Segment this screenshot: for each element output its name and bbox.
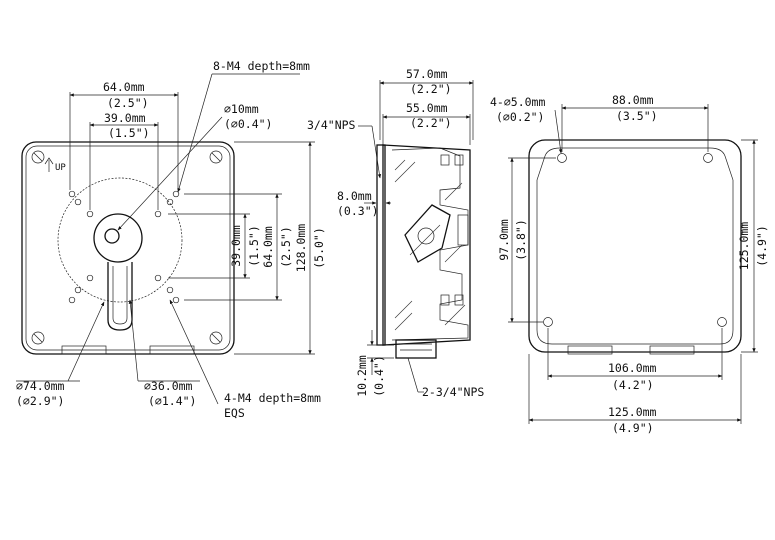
holes-label-bottom: 4-M4 depth=8mm xyxy=(224,391,321,405)
back-view: 4-∅5.0mm (∅0.2") 88.0mm (3.5") 97.0mm (3… xyxy=(490,93,769,435)
cable-slot xyxy=(107,262,133,331)
dim-width-125: 125.0mm xyxy=(608,405,657,419)
front-view: UP 64.0mm (2.5") 39.0mm (1.5") 8-M4 dept… xyxy=(16,59,326,420)
up-arrow-icon xyxy=(44,157,54,172)
dim-dia-36: ∅36.0mm xyxy=(144,379,193,393)
dim-dia-74-in: (∅2.9") xyxy=(16,394,64,408)
side-bracket xyxy=(404,204,451,263)
dim-width-125-in: (4.9") xyxy=(612,421,654,435)
mount-plate-circle xyxy=(57,177,183,303)
dim-depth-55-in: (2.2") xyxy=(410,116,452,130)
front-box-inner-edge xyxy=(25,145,231,351)
back-inner-outline xyxy=(536,147,734,345)
dim-height-39: 39.0mm xyxy=(229,225,243,267)
dim-hole-spacing-106-in: (4.2") xyxy=(612,378,654,392)
nps-label: 3/4"NPS xyxy=(307,118,356,132)
holes-label-top: 8-M4 depth=8mm xyxy=(213,59,310,73)
dim-height-128-in: (5.0") xyxy=(312,227,326,269)
center-hole xyxy=(104,228,120,244)
dim-dia-36-in: (∅1.4") xyxy=(148,394,196,408)
back-foot xyxy=(649,345,695,355)
side-body-outline xyxy=(382,144,471,346)
dim-hole-spacing-88-in: (3.5") xyxy=(616,109,658,123)
dim-height-39-in: (1.5") xyxy=(247,225,261,267)
side-left-wall xyxy=(376,144,386,346)
dim-dia-10: ∅10mm xyxy=(224,102,259,116)
dim-height-125: 125.0mm xyxy=(737,222,751,271)
back-foot xyxy=(567,345,613,355)
dim-width-39: 39.0mm xyxy=(104,111,146,125)
holes-label-back: 4-∅5.0mm xyxy=(490,95,545,109)
dim-width-39-in: (1.5") xyxy=(108,126,150,140)
dim-width-64: 64.0mm xyxy=(103,80,145,94)
dim-height-125-in: (4.9") xyxy=(755,225,769,267)
dim-fitting-10-in: (0.4") xyxy=(372,355,386,397)
m4-hole-icon xyxy=(68,190,180,304)
dim-wall-8-in: (0.3") xyxy=(337,204,379,218)
side-view: 57.0mm (2.2") 55.0mm (2.2") xyxy=(307,67,484,399)
side-bottom-fitting xyxy=(395,339,437,359)
center-ring xyxy=(93,213,143,263)
nps2-label: 2-3/4"NPS xyxy=(422,385,484,399)
dim-dia-10-in: (∅0.4") xyxy=(224,117,272,131)
side-inner-profile xyxy=(391,147,469,341)
dim-dia-74: ∅74.0mm xyxy=(16,379,65,393)
dim-hole-height-97: 97.0mm xyxy=(497,219,511,261)
dim-hole-spacing-88: 88.0mm xyxy=(612,93,654,107)
cable-slot-inner xyxy=(112,266,128,325)
dim-width-64-in: (2.5") xyxy=(107,96,149,110)
side-bracket-hole xyxy=(417,227,435,245)
front-foot xyxy=(149,345,195,355)
mount-hole-icon xyxy=(543,153,727,327)
dim-hole-height-97-in: (3.8") xyxy=(514,219,528,261)
dim-wall-8: 8.0mm xyxy=(337,189,372,203)
dim-fitting-10: 10.2mm xyxy=(355,355,369,397)
dim-depth-57: 57.0mm xyxy=(406,67,448,81)
dim-depth-57-in: (2.2") xyxy=(410,82,452,96)
holes-label-back-in: (∅0.2") xyxy=(496,110,544,124)
dim-depth-55: 55.0mm xyxy=(406,101,448,115)
dim-height-64-in: (2.5") xyxy=(279,226,293,268)
dim-hole-spacing-106: 106.0mm xyxy=(608,361,657,375)
up-label: UP xyxy=(55,163,66,173)
eqs-label: EQS xyxy=(224,406,245,420)
back-box-outline xyxy=(528,139,742,353)
side-hatching xyxy=(394,159,466,331)
dim-height-64: 64.0mm xyxy=(261,226,275,268)
dim-height-128: 128.0mm xyxy=(294,224,308,273)
corner-screw-icon xyxy=(31,150,223,345)
front-box-outline xyxy=(21,141,235,355)
